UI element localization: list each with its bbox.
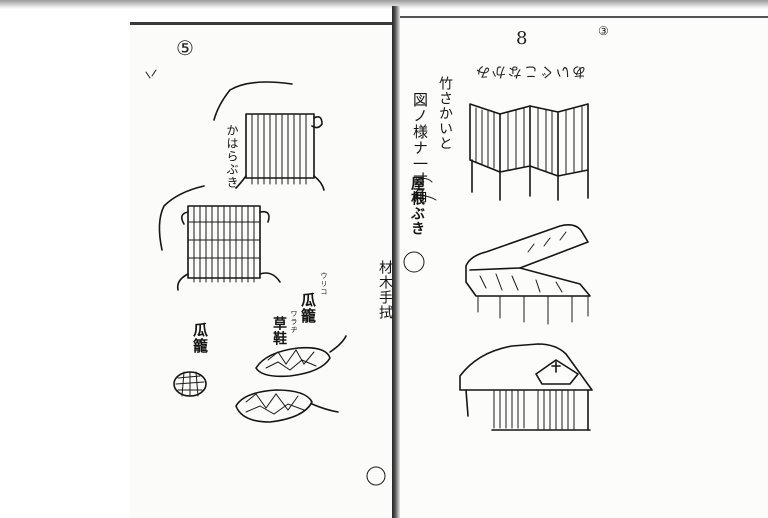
woven-fence-screen-illustration [469,103,589,201]
left-page-folio: ⑤ [176,36,194,60]
straw-sandal-lower-illustration [235,389,339,423]
mat-label: かはらぶき [225,124,239,189]
scan-top-edge [0,0,768,9]
note-column-1: 図ノ様ナ一寸角 [411,92,429,204]
large-basket-label: 瓜籠 [299,292,317,324]
thatched-house-illustration [459,343,593,431]
basket-reading-label: ウリコ [320,272,328,296]
right-page-folio: 8 [516,28,528,49]
stray-ink-marks [145,69,437,486]
right-page [400,16,768,518]
note-column-3: 材木手拭 [377,260,393,320]
right-page-corner-mark: ③ [598,24,609,38]
side-note: 竹さかいと [437,76,453,151]
sandal-label: 草鞋 [271,316,287,346]
woven-mat-bottom-illustration [158,185,281,291]
thatched-shelter-illustration [465,224,591,325]
woven-mat-top-illustration [213,81,325,191]
straw-sandal-upper-illustration [255,335,347,378]
left-page [130,22,392,518]
sandal-reading-label: ワラヂ [290,310,298,334]
book-gutter [392,6,400,518]
right-page-heading: あいぐこなかみ [474,63,586,79]
small-basket-label: 瓜籠 [191,322,209,354]
note-column-2: 屋根ぶき [409,176,425,236]
small-basket-illustration [173,371,207,397]
